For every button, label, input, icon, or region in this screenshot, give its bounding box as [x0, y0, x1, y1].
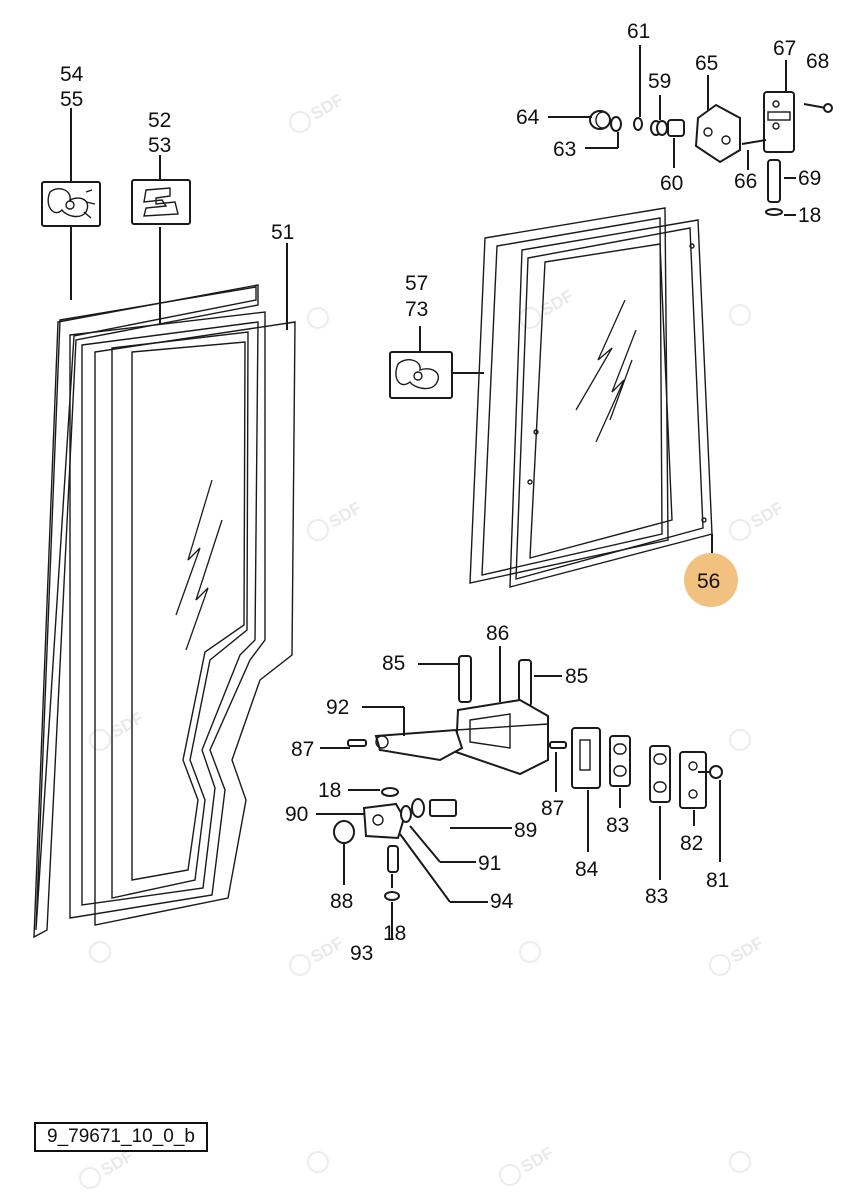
- svg-text:SDF: SDF: [108, 708, 147, 741]
- part-label: 84: [575, 858, 599, 881]
- part-label: 57: [405, 272, 428, 295]
- middle-frame: [69, 311, 266, 919]
- window-seal: [469, 207, 669, 584]
- highlight-badge[interactable]: [684, 553, 738, 607]
- svg-text:SDF: SDF: [308, 933, 347, 966]
- decal-57-73: [389, 351, 453, 399]
- part-label: 86: [486, 622, 509, 645]
- part-label: 94: [490, 890, 514, 913]
- door-glass: [94, 321, 296, 926]
- side-window-glass: [509, 219, 713, 588]
- door-glass-pane: [131, 341, 246, 881]
- part-label: 53: [148, 134, 171, 157]
- part-label: 18: [318, 779, 341, 802]
- part-label: 59: [648, 70, 671, 93]
- svg-text:SDF: SDF: [308, 90, 347, 123]
- outer-seal: [33, 284, 259, 939]
- lower-hinge-parts: [316, 646, 723, 940]
- svg-text:SDF: SDF: [728, 933, 767, 966]
- part-label: 68: [806, 50, 829, 73]
- decal-52-53: [131, 179, 191, 225]
- part-label: 66: [734, 170, 757, 193]
- glare-mark: [575, 299, 637, 443]
- part-label: 51: [271, 221, 294, 244]
- part-label: 82: [680, 832, 703, 855]
- decal-54-55: [41, 181, 101, 227]
- sdf-watermark: [729, 1151, 751, 1173]
- highlighted-part-label: 56: [697, 570, 720, 593]
- part-label: 87: [541, 797, 564, 820]
- glare-mark: [175, 479, 223, 651]
- sdf-watermark: SDF: [79, 1146, 137, 1189]
- part-label: 55: [60, 88, 83, 111]
- part-label: 92: [326, 696, 349, 719]
- middle-frame-inner: [81, 321, 259, 906]
- sdf-watermark: SDF: [289, 933, 347, 976]
- part-label: 88: [330, 890, 353, 913]
- part-label: 85: [565, 665, 588, 688]
- part-labels: 54 55 52 53 51 57 73 61 59 64 63 60 65 6…: [60, 20, 829, 965]
- part-label: 91: [478, 852, 501, 875]
- sdf-watermark: SDF: [289, 90, 347, 133]
- sdf-watermark: SDF: [499, 1143, 557, 1186]
- sdf-watermark: SDF: [729, 498, 787, 541]
- door-glass-inner: [111, 331, 249, 899]
- part-label: 85: [382, 652, 405, 675]
- part-label: 63: [553, 138, 576, 161]
- side-window-glass-inner: [515, 227, 704, 580]
- sdf-watermark: [729, 729, 751, 751]
- part-label: 61: [627, 20, 650, 43]
- sdf-watermark: [307, 1151, 329, 1173]
- window-seal-inner: [481, 217, 663, 576]
- sdf-watermark: [307, 307, 329, 329]
- watermarks: SDF SDF SDF SDF SDF SDF: [79, 90, 787, 1189]
- part-label: 18: [383, 922, 406, 945]
- part-label: 69: [798, 167, 821, 190]
- drawing-reference: 9_79671_10_0_b: [34, 1122, 208, 1152]
- door-glass-assembly: [33, 108, 296, 939]
- part-label: 67: [773, 37, 796, 60]
- sdf-watermark: SDF: [709, 933, 767, 976]
- upper-hinge-parts: [548, 45, 833, 216]
- outer-seal-inner-edge: [35, 286, 257, 931]
- part-label: 60: [660, 172, 683, 195]
- part-label: 52: [148, 109, 171, 132]
- part-label: 54: [60, 63, 84, 86]
- svg-text:SDF: SDF: [326, 498, 365, 531]
- part-label: 18: [798, 204, 821, 227]
- part-label: 83: [606, 814, 629, 837]
- part-label: 89: [514, 819, 537, 842]
- part-label: 83: [645, 885, 668, 908]
- side-window-glass-pane: [529, 243, 673, 559]
- sdf-watermark: [729, 304, 751, 326]
- svg-text:SDF: SDF: [748, 498, 787, 531]
- part-label: 93: [350, 942, 373, 965]
- sdf-watermark: SDF: [307, 498, 365, 541]
- part-label: 87: [291, 738, 314, 761]
- part-label: 64: [516, 106, 540, 129]
- part-label: 81: [706, 869, 729, 892]
- sdf-watermark: [519, 941, 541, 963]
- part-label: 65: [695, 52, 718, 75]
- part-label: 73: [405, 298, 428, 321]
- side-window-assembly: [452, 207, 713, 588]
- part-label: 90: [285, 803, 308, 826]
- svg-text:SDF: SDF: [518, 1143, 557, 1176]
- sdf-watermark: [89, 941, 111, 963]
